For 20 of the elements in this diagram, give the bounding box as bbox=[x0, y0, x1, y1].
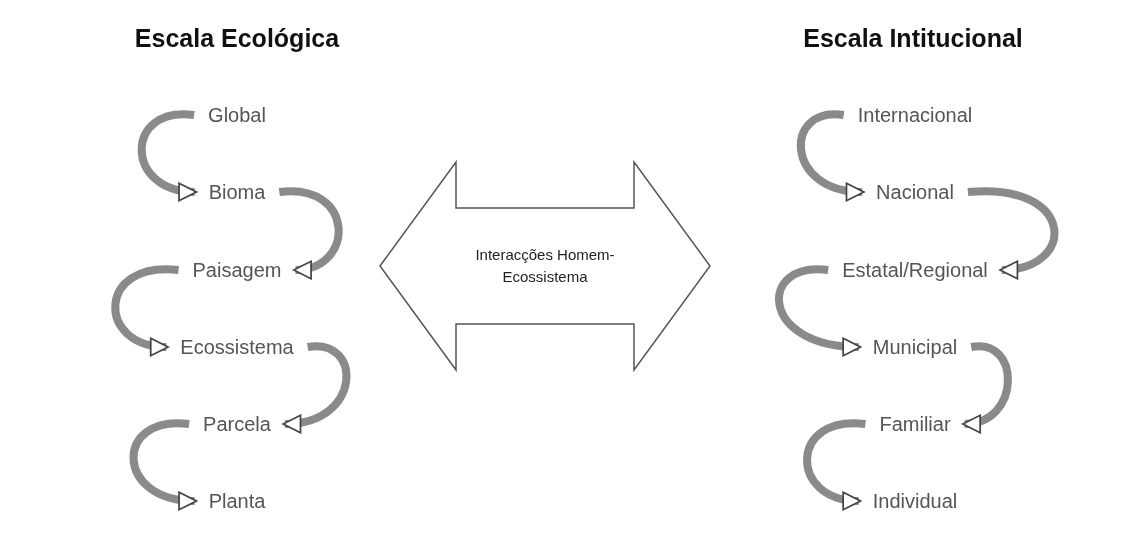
scale-level: Internacional bbox=[843, 103, 987, 127]
curved-arrow bbox=[775, 265, 862, 356]
curved-arrow bbox=[137, 110, 198, 200]
scale-level: Global bbox=[194, 103, 280, 127]
scale-level: Parcela bbox=[189, 412, 285, 436]
scale-level: Estatal/Regional bbox=[828, 258, 1002, 282]
curved-arrow bbox=[279, 187, 343, 278]
scale-level: Bioma bbox=[194, 180, 280, 204]
curved-arrow bbox=[797, 110, 865, 200]
column-heading: Escala Intitucional bbox=[803, 24, 1023, 53]
scale-level: Nacional bbox=[862, 180, 968, 204]
curved-arrow bbox=[129, 419, 198, 510]
scale-level: Municipal bbox=[858, 335, 972, 359]
scale-level: Paisagem bbox=[178, 258, 296, 282]
scale-level: Individual bbox=[858, 489, 972, 513]
scale-level: Planta bbox=[194, 489, 280, 513]
column-heading: Escala Ecológica bbox=[134, 24, 340, 53]
scale-level: Ecossistema bbox=[166, 335, 308, 359]
scale-level: Familiar bbox=[865, 412, 965, 436]
arrow-label: Interacções Homem-Ecossistema bbox=[474, 245, 616, 287]
